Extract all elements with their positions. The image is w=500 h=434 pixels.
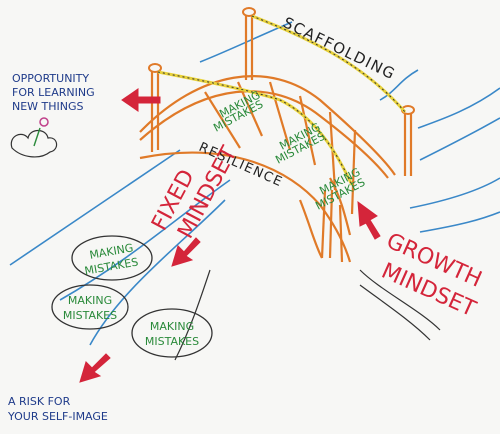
mistake-clouds bbox=[51, 235, 213, 358]
scaffolding-label: SCAFFOLDING bbox=[280, 13, 398, 83]
svg-text:OPPORTUNITY: OPPORTUNITY bbox=[12, 72, 89, 85]
arrow-risk bbox=[79, 353, 111, 383]
bridge-posts bbox=[150, 15, 413, 263]
flower-cloud bbox=[10, 117, 58, 158]
fixed-mindset-label: FIXED MINDSET bbox=[147, 142, 242, 243]
red-arrows bbox=[79, 88, 381, 383]
svg-text:MISTAKES: MISTAKES bbox=[63, 309, 117, 322]
svg-text:MAKING: MAKING bbox=[68, 294, 112, 307]
arrow-fixed-down bbox=[171, 237, 201, 267]
arrow-to-opportunity bbox=[121, 88, 161, 112]
svg-text:YOUR SELF-IMAGE: YOUR SELF-IMAGE bbox=[7, 410, 108, 423]
svg-text:MISTAKES: MISTAKES bbox=[145, 335, 199, 348]
risk-label: A RISK FOR YOUR SELF-IMAGE bbox=[7, 395, 108, 423]
arrow-growth-up bbox=[357, 200, 381, 240]
opportunity-label: OPPORTUNITY FOR LEARNING NEW THINGS bbox=[12, 72, 95, 113]
svg-text:FOR LEARNING: FOR LEARNING bbox=[12, 86, 95, 99]
dark-bank-lines bbox=[174, 269, 441, 361]
svg-text:MAKING: MAKING bbox=[150, 320, 194, 333]
svg-text:A RISK FOR: A RISK FOR bbox=[8, 395, 71, 408]
svg-text:NEW THINGS: NEW THINGS bbox=[12, 100, 84, 113]
growth-mindset-label: GROWTH MINDSET bbox=[378, 229, 486, 323]
river-banks bbox=[9, 21, 500, 346]
